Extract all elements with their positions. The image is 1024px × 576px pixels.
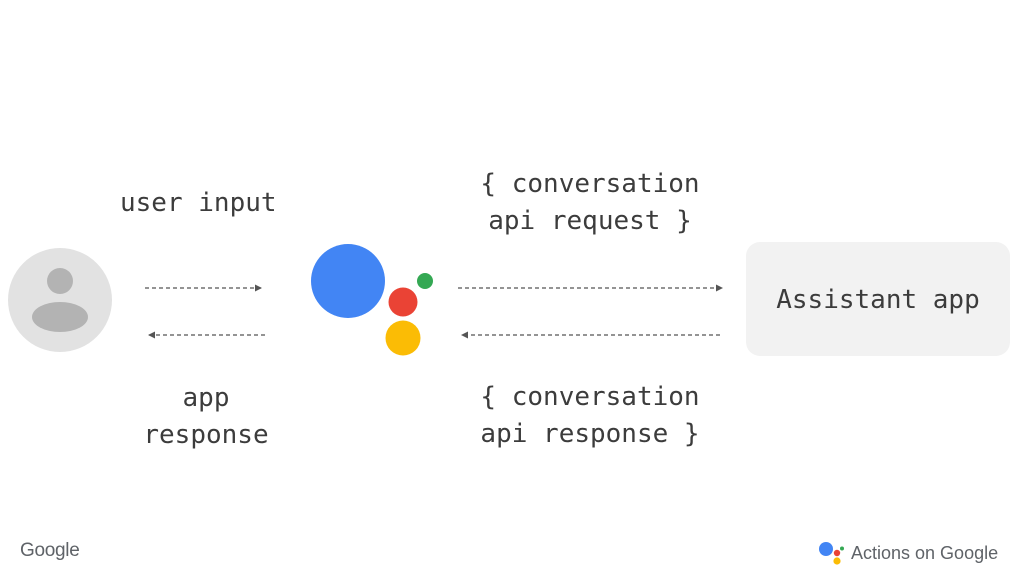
conversation-api-request-label: { conversation api request }: [440, 166, 740, 240]
actions-on-google-logo-icon: [819, 542, 844, 565]
conversation-api-response-label: { conversation api response }: [440, 379, 740, 453]
person-silhouette-icon: [32, 268, 88, 332]
user-input-label: user input: [120, 188, 277, 218]
response-line1: { conversation: [480, 382, 700, 412]
user-avatar-icon: [8, 248, 112, 352]
request-line2: api request }: [488, 206, 692, 236]
app-response-line1: app: [182, 383, 230, 413]
app-response-label: app response: [120, 380, 292, 454]
response-line2: api response }: [480, 419, 700, 449]
request-line1: { conversation: [480, 169, 700, 199]
assistant-app-box: [746, 242, 1010, 356]
google-logo: Google: [20, 540, 80, 561]
app-response-line2: response: [143, 420, 269, 450]
google-assistant-logo-icon: [311, 244, 433, 356]
assistant-app-label: Assistant app: [776, 285, 980, 315]
actions-on-google-label: Actions on Google: [851, 543, 999, 563]
